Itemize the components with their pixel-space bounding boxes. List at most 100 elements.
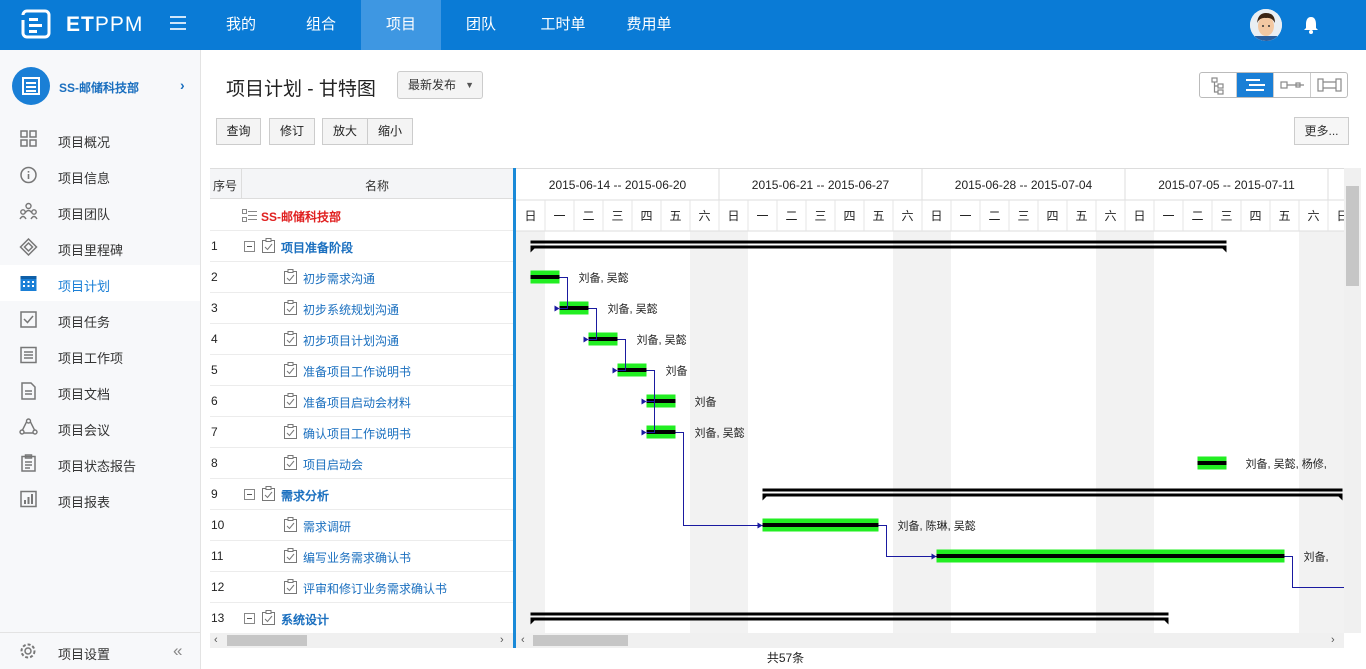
vertical-scrollbar[interactable] bbox=[1344, 168, 1361, 633]
scroll-left-icon[interactable]: ‹ bbox=[521, 634, 525, 646]
task-name[interactable]: 初步系统规划沟通 bbox=[303, 303, 400, 317]
network-view-button[interactable] bbox=[1311, 73, 1347, 97]
task-name[interactable]: 项目准备阶段 bbox=[281, 241, 354, 255]
grid-scroll-thumb[interactable] bbox=[227, 635, 307, 646]
project-name[interactable]: SS-邮储科技部 bbox=[59, 81, 140, 95]
weekday-label: 四 bbox=[1046, 209, 1058, 223]
sidebar-item-workitems[interactable]: 项目工作项 bbox=[0, 337, 200, 373]
sidebar-item-label: 项目设置 bbox=[58, 647, 111, 662]
chevron-right-icon[interactable]: › bbox=[180, 77, 185, 93]
task-name[interactable]: 确认项目工作说明书 bbox=[303, 427, 412, 441]
sidebar-item-status-report[interactable]: 项目状态报告 bbox=[0, 445, 200, 481]
week-label: 2015-07-05 -- 2015-07-11 bbox=[1158, 178, 1295, 192]
report-icon bbox=[21, 454, 36, 472]
sidebar-item-meetings[interactable]: 项目会议 bbox=[0, 409, 200, 445]
dependency-link bbox=[617, 339, 626, 371]
vertical-scroll-thumb[interactable] bbox=[1346, 186, 1359, 286]
grid-horizontal-scrollbar[interactable]: ‹ › bbox=[210, 633, 513, 648]
gantt-scroll-thumb[interactable] bbox=[533, 635, 628, 646]
task-name[interactable]: 准备项目启动会材料 bbox=[303, 396, 412, 410]
sidebar-item-documents[interactable]: 项目文档 bbox=[0, 373, 200, 409]
collapse-sidebar-icon[interactable]: « bbox=[173, 641, 183, 660]
weekday-label: 二 bbox=[785, 209, 797, 223]
task-resource-label: 刘备 bbox=[666, 364, 688, 378]
user-avatar[interactable] bbox=[1250, 9, 1282, 41]
nav-project[interactable]: 项目 bbox=[361, 0, 441, 50]
sidebar-item-reports[interactable]: 项目报表 bbox=[0, 481, 200, 517]
zoom-out-button[interactable]: 缩小 bbox=[367, 118, 413, 145]
table-row[interactable]: 3 初步系统规划沟通 bbox=[210, 293, 513, 324]
task-name[interactable]: 系统设计 bbox=[281, 613, 330, 627]
revise-button[interactable]: 修订 bbox=[269, 118, 315, 145]
table-row[interactable]: SS-邮储科技部 bbox=[210, 200, 513, 231]
task-name[interactable]: 准备项目工作说明书 bbox=[303, 365, 412, 379]
weekend-column bbox=[1299, 231, 1328, 633]
table-row[interactable]: 9 需求分析 bbox=[210, 479, 513, 510]
nav-expense[interactable]: 费用单 bbox=[626, 16, 672, 33]
nav-timesheet[interactable]: 工时单 bbox=[540, 16, 586, 33]
scroll-right-icon[interactable]: › bbox=[500, 634, 504, 646]
weekend-column bbox=[719, 231, 748, 633]
timeline-view-button[interactable] bbox=[1274, 73, 1311, 97]
task-name[interactable]: 评审和修订业务需求确认书 bbox=[303, 582, 448, 596]
wbs-tree-view-button[interactable] bbox=[1200, 73, 1237, 97]
collapse-toggle-icon[interactable] bbox=[244, 613, 255, 624]
task-name[interactable]: 初步需求沟通 bbox=[303, 272, 376, 286]
row-number: 9 bbox=[211, 487, 218, 501]
gantt-view-button[interactable] bbox=[1237, 73, 1274, 97]
bell-icon[interactable] bbox=[1303, 16, 1319, 34]
table-row[interactable]: 2 初步需求沟通 bbox=[210, 262, 513, 293]
weekday-label: 日 bbox=[727, 209, 739, 223]
task-name[interactable]: SS-邮储科技部 bbox=[261, 210, 342, 224]
collapse-toggle-icon[interactable] bbox=[244, 241, 255, 252]
row-number: 2 bbox=[211, 270, 218, 284]
query-button[interactable]: 查询 bbox=[216, 118, 261, 145]
wbs-icon bbox=[242, 209, 257, 222]
task-name[interactable]: 项目启动会 bbox=[303, 458, 364, 472]
weekday-label: 六 bbox=[901, 209, 913, 223]
task-name[interactable]: 初步项目计划沟通 bbox=[303, 334, 400, 348]
gantt-horizontal-scrollbar[interactable]: ‹ › bbox=[516, 633, 1344, 648]
row-number: 3 bbox=[211, 301, 218, 315]
sidebar-item-milestone[interactable]: 项目里程碑 bbox=[0, 229, 200, 265]
sidebar-item-label: 项目任务 bbox=[58, 315, 111, 330]
sidebar-item-settings[interactable]: 项目设置 « bbox=[0, 632, 200, 669]
sidebar-item-plan[interactable]: 项目计划 bbox=[0, 265, 200, 301]
scroll-left-icon[interactable]: ‹ bbox=[214, 634, 218, 646]
task-clipboard-icon bbox=[284, 517, 297, 532]
task-clipboard-icon bbox=[284, 424, 297, 439]
sidebar-item-overview[interactable]: 项目概况 bbox=[0, 121, 200, 157]
sidebar-item-info[interactable]: 项目信息 bbox=[0, 157, 200, 193]
publish-version-select[interactable]: 最新发布 ▼ bbox=[397, 71, 483, 99]
pane-splitter[interactable] bbox=[513, 168, 516, 648]
sidebar-item-tasks[interactable]: 项目任务 bbox=[0, 301, 200, 337]
task-name[interactable]: 需求调研 bbox=[303, 520, 352, 534]
dependency-arrow bbox=[554, 305, 560, 312]
nav-portfolio[interactable]: 组合 bbox=[305, 16, 336, 33]
zoom-in-button[interactable]: 放大 bbox=[322, 118, 368, 145]
task-name[interactable]: 编写业务需求确认书 bbox=[303, 551, 412, 565]
task-name[interactable]: 需求分析 bbox=[281, 489, 330, 503]
nav-team[interactable]: 团队 bbox=[465, 16, 496, 33]
project-icon bbox=[12, 67, 50, 105]
menu-toggle-icon[interactable] bbox=[170, 16, 186, 30]
collapse-toggle-icon[interactable] bbox=[244, 489, 255, 500]
more-button[interactable]: 更多... bbox=[1294, 117, 1349, 145]
task-clipboard-icon bbox=[284, 362, 297, 377]
nav-mine[interactable]: 我的 bbox=[225, 16, 256, 33]
column-header-name: 名称 bbox=[365, 179, 390, 193]
sidebar-item-team[interactable]: 项目团队 bbox=[0, 193, 200, 229]
tree-view-icon bbox=[1211, 77, 1224, 95]
weekday-label: 三 bbox=[1017, 209, 1029, 223]
scroll-right-icon[interactable]: › bbox=[1331, 634, 1335, 646]
